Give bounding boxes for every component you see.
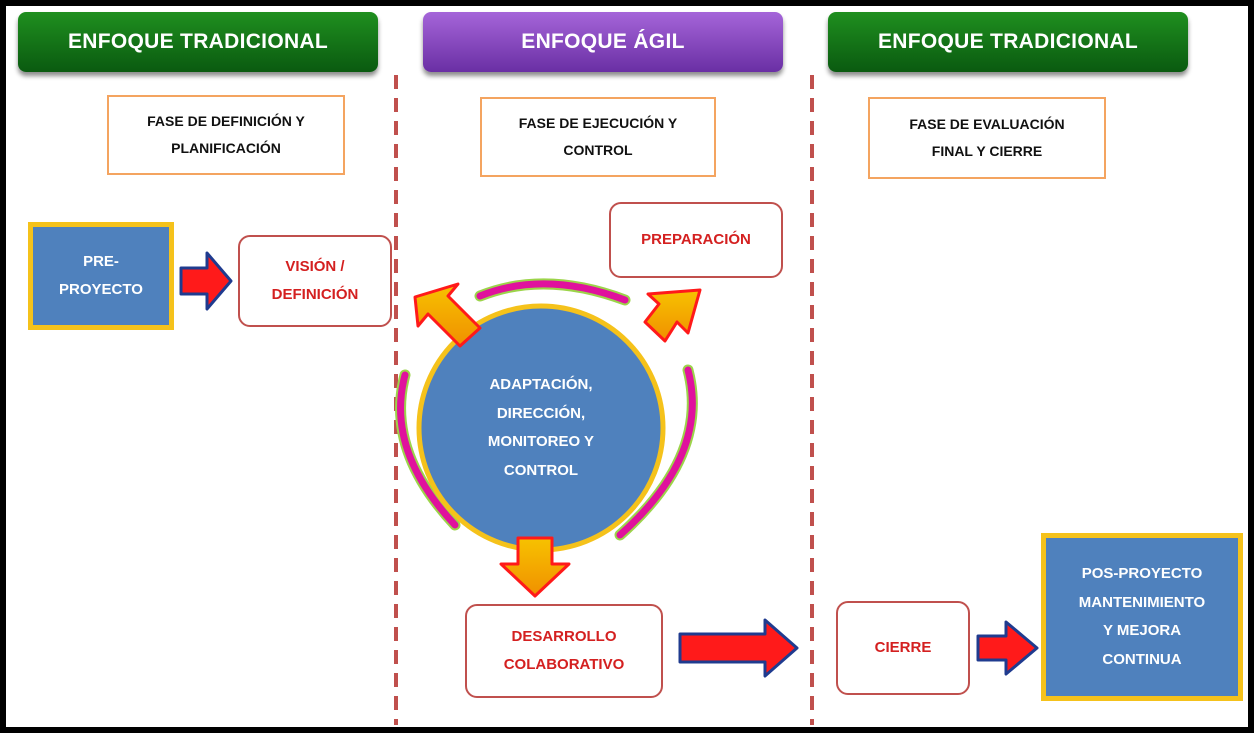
arrow-desarrollo-to-cierre	[678, 618, 799, 678]
node-vision: VISIÓN / DEFINICIÓN	[238, 235, 392, 327]
node-center-circle-line1: ADAPTACIÓN,	[489, 376, 593, 393]
node-desarrollo: DESARROLLO COLABORATIVO	[465, 604, 663, 698]
phase-execution-line1: FASE DE EJECUCIÓN Y	[518, 115, 678, 132]
phase-definition: FASE DE DEFINICIÓN Y PLANIFICACIÓN	[107, 95, 345, 175]
header-agile: ENFOQUE ÁGIL	[423, 12, 783, 72]
phase-execution-line2: CONTROL	[563, 142, 633, 158]
arrow-cierre-to-pos	[976, 620, 1039, 676]
arrow-to-desarrollo	[499, 536, 571, 598]
arc-top-inner	[476, 280, 629, 304]
cycle-arcs	[395, 278, 698, 541]
node-pos-proyecto-line3: Y MEJORA	[1102, 622, 1182, 639]
node-pos-proyecto-line1: POS-PROYECTO	[1081, 565, 1203, 582]
node-pre-proyecto-line2: PROYECTO	[59, 281, 143, 298]
arrow-to-preparacion	[643, 288, 702, 343]
arrow-pre-to-vision	[179, 251, 233, 311]
node-pos-proyecto: POS-PROYECTO MANTENIMIENTO Y MEJORA CONT…	[1041, 533, 1243, 701]
phase-execution: FASE DE EJECUCIÓN Y CONTROL	[480, 97, 716, 177]
header-traditional-left: ENFOQUE TRADICIONAL	[18, 12, 378, 72]
node-desarrollo-line2: COLABORATIVO	[503, 656, 625, 673]
header-traditional-right: ENFOQUE TRADICIONAL	[828, 12, 1188, 72]
node-center-circle-line2: DIRECCIÓN,	[496, 404, 586, 422]
phase-evaluation-line2: FINAL Y CIERRE	[931, 143, 1043, 159]
node-preparacion: PREPARACIÓN	[609, 202, 783, 278]
node-vision-line2: DEFINICIÓN	[271, 286, 359, 303]
node-center-circle-line4: CONTROL	[503, 461, 579, 479]
node-center-circle: ADAPTACIÓN, DIRECCIÓN, MONITOREO Y CONTR…	[420, 333, 662, 523]
node-pos-proyecto-line2: MANTENIMIENTO	[1078, 593, 1206, 611]
arc-left-inner	[397, 371, 459, 529]
phase-evaluation: FASE DE EVALUACIÓN FINAL Y CIERRE	[868, 97, 1106, 179]
node-cierre: CIERRE	[836, 601, 970, 695]
node-vision-line1: VISIÓN /	[285, 257, 345, 275]
phase-definition-line2: PLANIFICACIÓN	[171, 140, 281, 156]
node-pre-proyecto-line1: PRE-	[83, 252, 119, 270]
node-center-circle-line3: MONITOREO Y	[487, 433, 595, 450]
node-desarrollo-line1: DESARROLLO	[511, 627, 617, 645]
node-pos-proyecto-line4: CONTINUA	[1102, 650, 1182, 668]
phase-evaluation-line1: FASE DE EVALUACIÓN	[909, 116, 1065, 133]
phase-definition-line1: FASE DE DEFINICIÓN Y	[147, 113, 305, 130]
arrow-to-vision	[413, 282, 482, 348]
node-pre-proyecto: PRE- PROYECTO	[28, 222, 174, 330]
arc-right-inner	[616, 366, 696, 539]
